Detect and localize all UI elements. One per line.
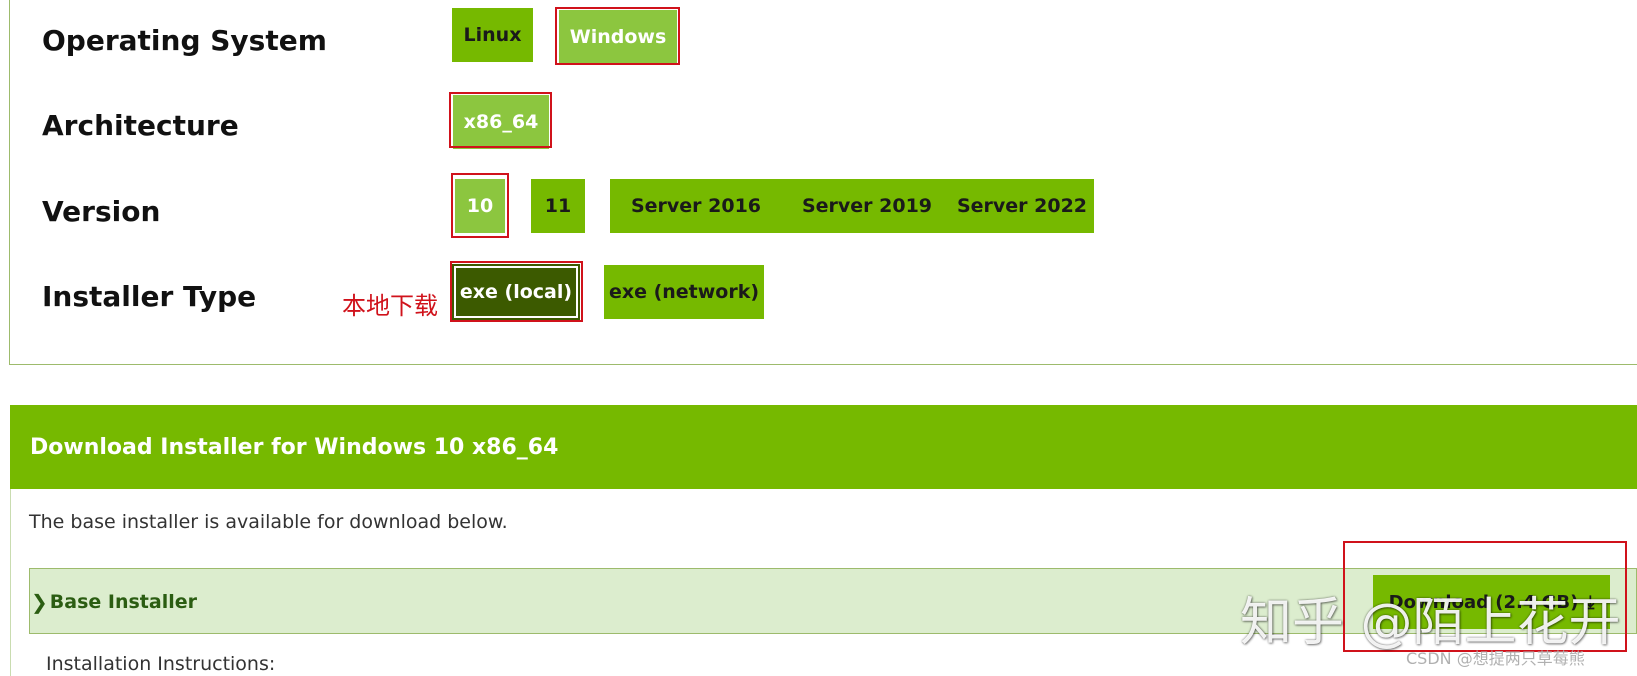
version-option-server-2016[interactable]: Server 2016 bbox=[610, 179, 782, 233]
os-label: Operating System bbox=[42, 24, 327, 57]
base-installer-label: Base Installer bbox=[49, 591, 197, 613]
arch-label: Architecture bbox=[42, 109, 239, 142]
chevron-right-icon: ❯ bbox=[31, 590, 48, 614]
installer-option-local[interactable]: exe (local) bbox=[452, 264, 580, 320]
version-option-server-2022[interactable]: Server 2022 bbox=[950, 179, 1094, 233]
arch-option-x86_64[interactable]: x86_64 bbox=[453, 95, 549, 149]
download-note: The base installer is available for down… bbox=[29, 511, 508, 533]
annotation-local-download: 本地下载 bbox=[342, 292, 438, 320]
version-option-11[interactable]: 11 bbox=[531, 179, 585, 233]
version-label: Version bbox=[42, 195, 161, 228]
download-header: Download Installer for Windows 10 x86_64 bbox=[10, 405, 1637, 489]
os-option-linux[interactable]: Linux bbox=[452, 8, 533, 62]
download-body bbox=[10, 489, 1637, 676]
download-icon: ⤓ bbox=[1586, 591, 1595, 613]
version-option-server-2019[interactable]: Server 2019 bbox=[780, 179, 954, 233]
installer-option-network[interactable]: exe (network) bbox=[604, 265, 764, 319]
csdn-watermark: CSDN @想提两只草莓熊 bbox=[1406, 649, 1585, 668]
installer-label: Installer Type bbox=[42, 280, 257, 313]
version-option-10[interactable]: 10 bbox=[455, 179, 505, 233]
download-button-label: Download (2.4 GB) bbox=[1388, 591, 1579, 613]
base-installer-bar[interactable] bbox=[29, 568, 1637, 634]
download-button[interactable]: Download (2.4 GB) ⤓ bbox=[1373, 575, 1610, 629]
base-installer-toggle[interactable]: ❯ Base Installer bbox=[31, 590, 197, 614]
installation-instructions: Installation Instructions: bbox=[46, 653, 276, 675]
os-option-windows[interactable]: Windows bbox=[559, 10, 677, 64]
